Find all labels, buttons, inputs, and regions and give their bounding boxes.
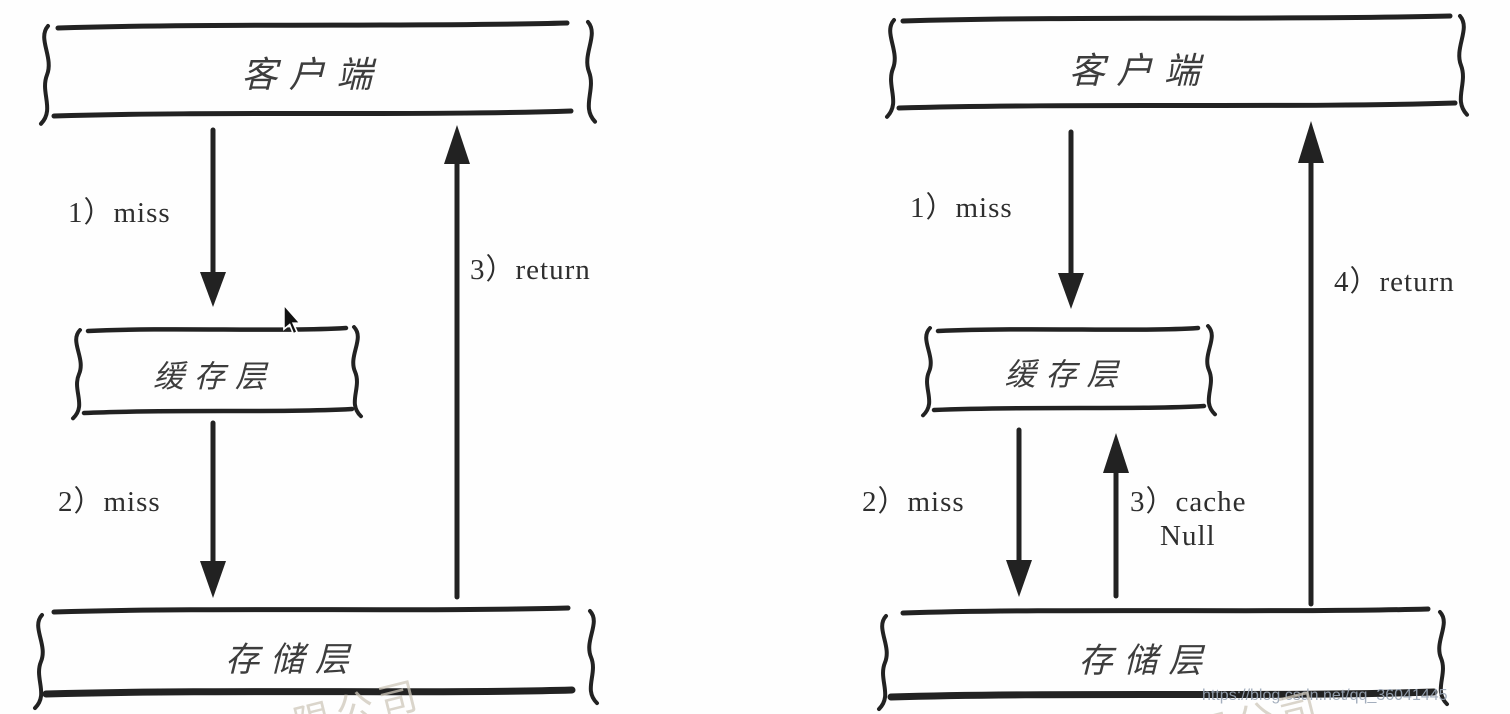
box-left-brace [41, 26, 49, 124]
box-left-brace [921, 326, 933, 418]
left-client-box [41, 22, 595, 124]
box-top-border [935, 325, 1201, 334]
left-arrow-1-miss [200, 127, 226, 307]
right-cache-box [921, 324, 1217, 418]
box-right-brace [587, 609, 599, 706]
box-top-border [900, 13, 1453, 24]
box-bottom-border [42, 686, 576, 698]
right-client-box-label: 客户端 [1068, 51, 1212, 91]
left-cache-box [71, 325, 363, 421]
box-left-brace [71, 328, 83, 421]
box-bottom-border [896, 100, 1458, 111]
csdn-url-watermark: https://blog.csdn.net/qq_36041445 [1202, 687, 1448, 704]
box-top-border [85, 325, 349, 334]
arrow-head [1103, 433, 1129, 473]
right-diagram [877, 13, 1467, 712]
left-arrow-3-return [444, 125, 470, 600]
right-arrow-1-miss [1058, 129, 1084, 309]
box-right-brace [351, 325, 363, 419]
arrow-head [444, 125, 470, 164]
left-step3-label: 3）return [470, 254, 591, 286]
box-left-brace [887, 20, 895, 117]
left-arrow-2-miss [200, 420, 226, 598]
arrow-head [1058, 273, 1084, 309]
right-cache-box-label: 缓存层 [1004, 357, 1128, 392]
arrow-head [200, 561, 226, 598]
left-step2-label: 2）miss [58, 486, 161, 518]
box-bottom-border [887, 688, 1438, 701]
left-storage-box-label: 存储层 [225, 642, 360, 679]
right-storage-box-label: 存储层 [1078, 643, 1214, 680]
box-right-brace [1459, 16, 1467, 115]
right-arrow-2-miss [1006, 427, 1032, 597]
arrow-head [200, 272, 226, 307]
right-storage-box [877, 606, 1449, 712]
arrow-head [1006, 560, 1032, 597]
left-step1-label: 1）miss [68, 197, 171, 229]
box-left-brace [877, 614, 889, 712]
right-arrow-4-return [1298, 121, 1324, 607]
box-right-brace [1205, 324, 1217, 417]
box-top-border [51, 605, 571, 615]
arrow-head [1298, 121, 1324, 163]
right-client-box [887, 13, 1467, 117]
right-step4-label: 4）return [1334, 266, 1455, 298]
right-step2-label: 2）miss [862, 486, 965, 518]
box-top-border [900, 606, 1431, 616]
box-bottom-border [931, 403, 1207, 413]
box-right-brace [587, 22, 595, 122]
box-bottom-border [51, 108, 574, 119]
left-client-box-label: 客户端 [241, 55, 384, 95]
left-storage-box [33, 605, 599, 711]
right-arrow-3-cache-null [1103, 433, 1129, 599]
left-diagram [33, 22, 599, 711]
right-step3-label-line2: Null [1160, 520, 1216, 552]
box-top-border [55, 20, 570, 31]
right-step3-label-line1: 3）cache [1130, 486, 1247, 518]
left-cache-box-label: 缓存层 [153, 359, 276, 394]
mouse-cursor-icon [283, 305, 302, 335]
box-bottom-border [81, 406, 355, 416]
right-step1-label: 1）miss [910, 192, 1013, 224]
